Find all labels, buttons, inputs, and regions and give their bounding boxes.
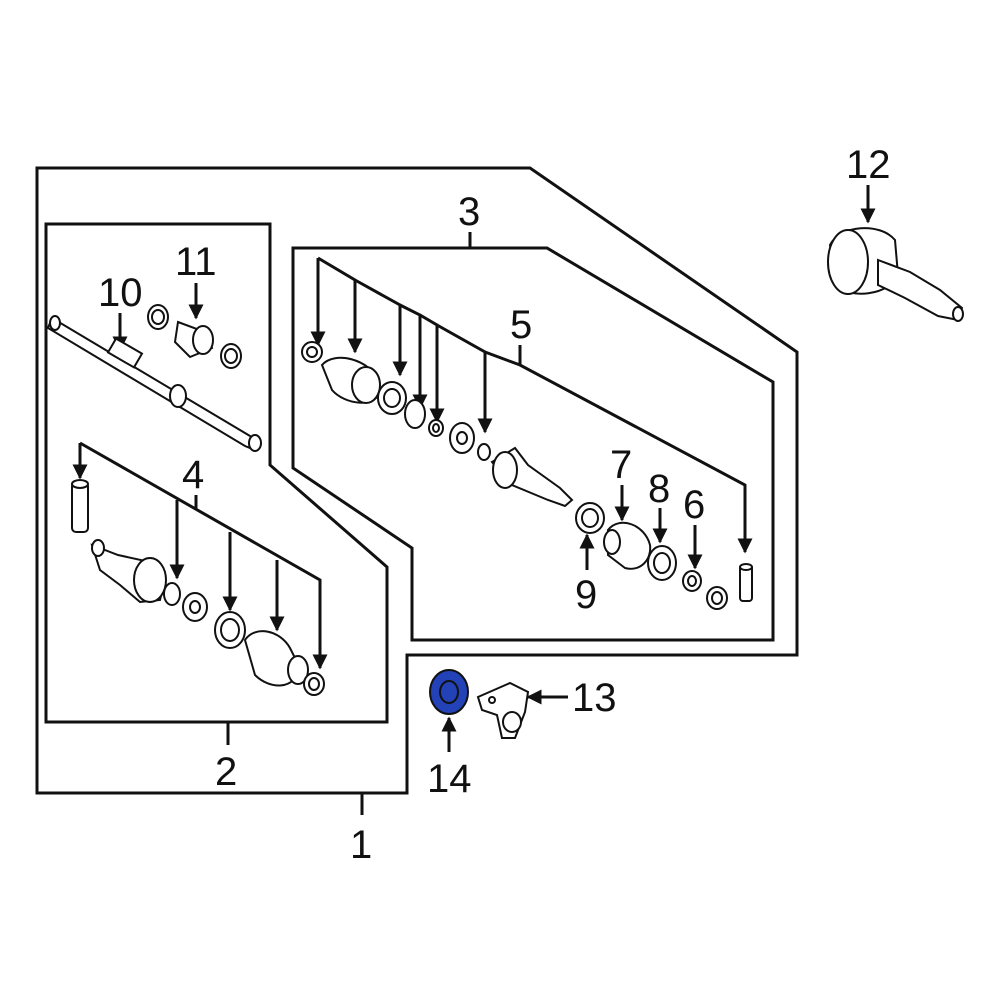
assembly-outline-2 [44,222,389,724]
callout-6: 6 [683,483,705,527]
inner-joint-group-part-5 [301,341,753,602]
callout-11: 11 [175,240,217,284]
boot-part-7 [603,521,652,570]
assembly-outline-3 [291,246,775,642]
band-part-8 [647,545,677,581]
seal-part-9 [575,502,605,534]
callout-2: 2 [215,750,237,794]
bearing-inner-ring [439,680,459,704]
outer-cv-joint-part-12 [827,227,964,322]
assembly-outline-1 [35,166,799,795]
callout-7: 7 [610,443,632,487]
leader-5 [310,256,753,554]
inner-bearing-part-11 [147,304,242,369]
bearing-part-14-highlighted[interactable] [429,669,469,715]
leader-4 [72,441,328,670]
callout-14: 14 [427,757,472,801]
bracket-part-13 [476,681,530,739]
callout-3: 3 [458,190,480,234]
callout-12: 12 [846,143,891,187]
callout-8: 8 [648,467,670,511]
callout-4: 4 [182,453,204,497]
outer-joint-group-part-4 [71,479,325,696]
callout-5: 5 [510,303,532,347]
callout-1: 1 [350,823,372,867]
callout-9: 9 [575,573,597,617]
clip-part-6 [682,570,728,610]
callout-10: 10 [98,271,143,315]
axle-shaft-part-10 [46,315,262,452]
callout-13: 13 [572,676,617,720]
